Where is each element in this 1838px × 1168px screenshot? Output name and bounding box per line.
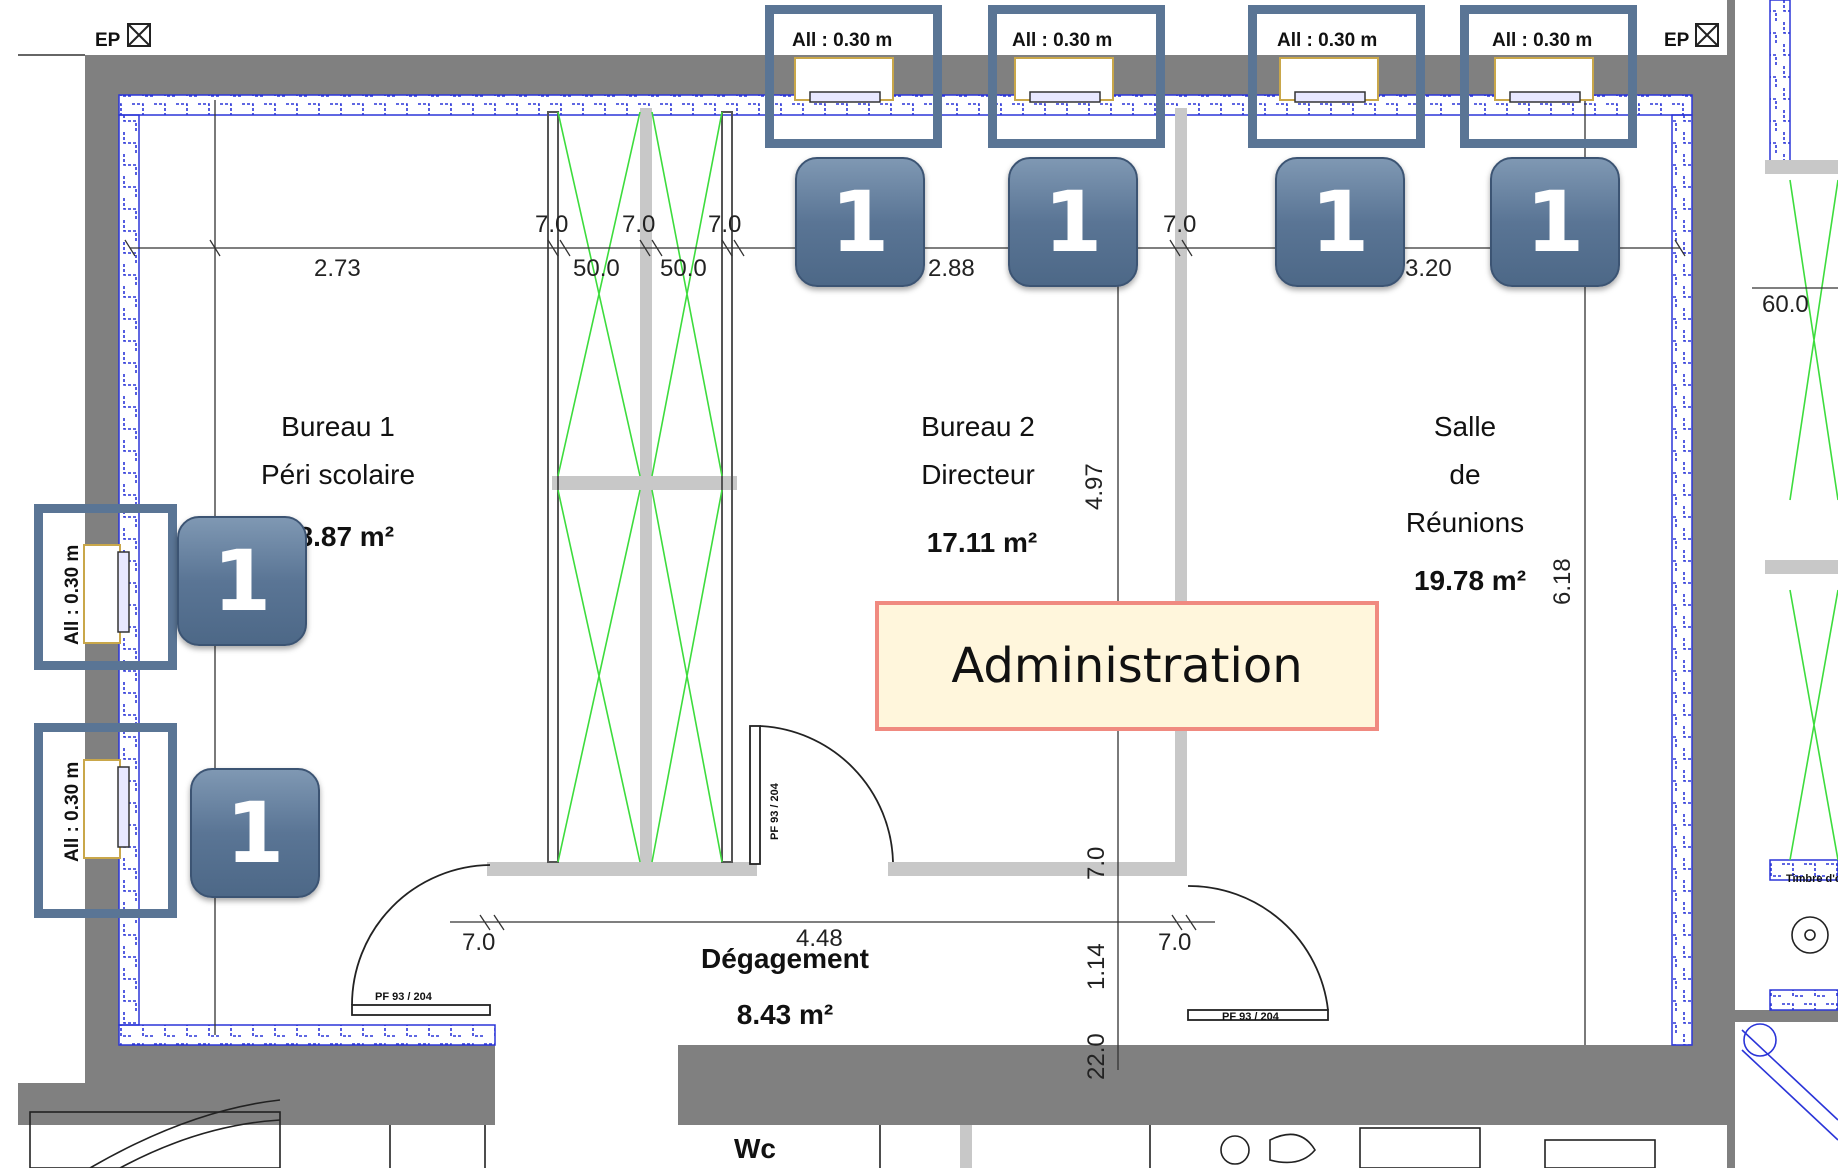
door-label-2: PF 93 / 204 bbox=[375, 991, 433, 1003]
door-label-3: PF 93 / 204 bbox=[1222, 1011, 1280, 1023]
doors bbox=[351, 725, 1329, 1021]
dim-wall-c: 7.0 bbox=[708, 211, 741, 238]
allege-top-3: All : 0.30 m bbox=[1277, 30, 1377, 51]
windows: All : 0.30 m All : 0.30 m All : 0.30 m A… bbox=[62, 30, 1594, 862]
dim-corridor-wall-left: 7.0 bbox=[462, 929, 495, 956]
ep-markers: EP EP bbox=[95, 23, 1719, 51]
count-badge-top-2[interactable]: 1 bbox=[1008, 157, 1138, 287]
dim-panel-b: 50.0 bbox=[660, 255, 707, 282]
room-degagement-name: Dégagement bbox=[701, 943, 869, 974]
door-labels: PF 93 / 204 PF 93 / 204 PF 93 / 204 bbox=[375, 782, 1280, 1023]
dim-salle-width: 3.20 bbox=[1405, 255, 1452, 282]
count-badge-top-1[interactable]: 1 bbox=[795, 157, 925, 287]
exterior-walls bbox=[18, 0, 1838, 1168]
dim-corridor-height: 1.14 bbox=[1083, 943, 1110, 990]
door-label-1: PF 93 / 204 bbox=[769, 782, 781, 840]
fixtures bbox=[29, 916, 1838, 1168]
room-degagement-area: 8.43 m² bbox=[737, 999, 834, 1030]
allege-top-4: All : 0.30 m bbox=[1492, 30, 1592, 51]
dim-wall-d: 7.0 bbox=[1163, 211, 1196, 238]
room-wc-name: Wc bbox=[734, 1133, 776, 1164]
dim-wall-a: 7.0 bbox=[535, 211, 568, 238]
room-bureau2-area: 17.11 m² bbox=[927, 527, 1038, 558]
dim-bureau1-width: 2.73 bbox=[314, 255, 361, 282]
window-top-2: All : 0.30 m bbox=[1012, 30, 1114, 103]
room-bureau1-line1: Bureau 1 bbox=[281, 411, 395, 442]
dim-corridor-width: 4.48 bbox=[796, 925, 843, 952]
window-left-1: All : 0.30 m bbox=[62, 544, 130, 645]
dim-bottom-wall: 22.0 bbox=[1083, 1033, 1110, 1080]
count-badge-left-2[interactable]: 1 bbox=[190, 768, 320, 898]
section-label[interactable]: Administration bbox=[875, 601, 1379, 731]
window-top-1: All : 0.30 m bbox=[792, 30, 894, 103]
dim-corridor-wall-v: 7.0 bbox=[1083, 847, 1110, 880]
dim-height-salle: 6.18 bbox=[1549, 558, 1576, 605]
dim-corridor-wall-right: 7.0 bbox=[1158, 929, 1191, 956]
dim-wall-b: 7.0 bbox=[622, 211, 655, 238]
room-salle-line3: Réunions bbox=[1406, 507, 1524, 538]
room-salle-line2: de bbox=[1449, 459, 1480, 490]
ep-left: EP bbox=[95, 30, 121, 51]
allege-left-1: All : 0.30 m bbox=[62, 545, 83, 645]
room-labels: Bureau 1 Péri scolaire 18.87 m² Bureau 2… bbox=[261, 411, 1526, 1164]
count-badge-top-4[interactable]: 1 bbox=[1490, 157, 1620, 287]
room-bureau2-line1: Bureau 2 bbox=[921, 411, 1035, 442]
ep-right: EP bbox=[1664, 30, 1690, 51]
count-badge-top-3[interactable]: 1 bbox=[1275, 157, 1405, 287]
window-left-2: All : 0.30 m bbox=[62, 759, 130, 862]
room-bureau1-line2: Péri scolaire bbox=[261, 459, 415, 490]
allege-top-2: All : 0.30 m bbox=[1012, 30, 1112, 51]
dim-bureau2-width: 2.88 bbox=[928, 255, 975, 282]
count-badge-left-1[interactable]: 1 bbox=[177, 516, 307, 646]
room-salle-area: 19.78 m² bbox=[1414, 565, 1526, 596]
dim-panel-a: 50.0 bbox=[573, 255, 620, 282]
timbre-label: Timbre d'offici bbox=[1786, 873, 1838, 885]
glazed-partition bbox=[547, 111, 1838, 863]
window-top-3: All : 0.30 m bbox=[1277, 30, 1379, 103]
dim-height-bureau2: 4.97 bbox=[1081, 463, 1108, 510]
room-salle-line1: Salle bbox=[1434, 411, 1496, 442]
room-bureau2-line2: Directeur bbox=[921, 459, 1035, 490]
window-top-4: All : 0.30 m bbox=[1492, 30, 1594, 103]
dim-right-partial: 60.0 bbox=[1762, 291, 1809, 318]
allege-top-1: All : 0.30 m bbox=[792, 30, 892, 51]
dimension-labels: 2.73 7.0 7.0 7.0 50.0 50.0 2.88 7.0 3.20… bbox=[314, 211, 1809, 1080]
allege-left-2: All : 0.30 m bbox=[62, 762, 83, 862]
